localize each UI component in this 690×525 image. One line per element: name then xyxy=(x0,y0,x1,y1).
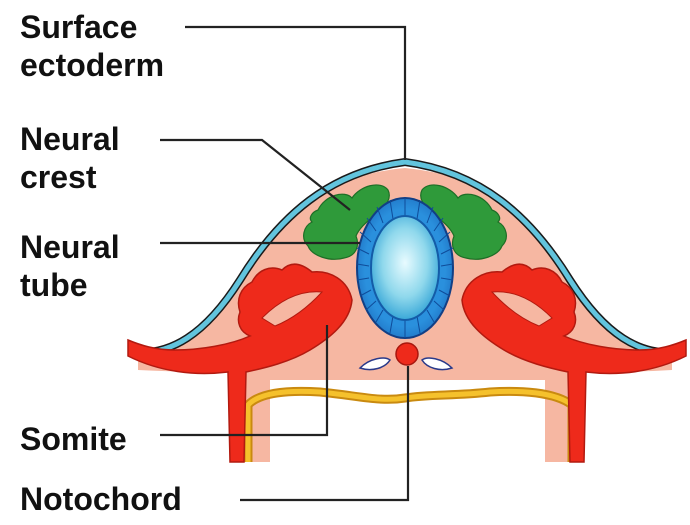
label-surface-ectoderm-line1: Surface xyxy=(20,8,164,46)
label-surface-ectoderm-line2: ectoderm xyxy=(20,46,164,84)
label-neural-crest-line2: crest xyxy=(20,158,120,196)
label-neural-crest-line1: Neural xyxy=(20,120,120,158)
label-neural-tube-line1: Neural xyxy=(20,228,120,266)
label-neural-tube: Neural tube xyxy=(20,228,120,304)
label-notochord-text: Notochord xyxy=(20,480,182,518)
label-notochord: Notochord xyxy=(20,480,182,518)
label-surface-ectoderm: Surface ectoderm xyxy=(20,8,164,84)
label-somite-text: Somite xyxy=(20,420,127,458)
notochord xyxy=(396,343,418,365)
endoderm xyxy=(248,391,572,462)
label-neural-tube-line2: tube xyxy=(20,266,120,304)
label-somite: Somite xyxy=(20,420,127,458)
label-neural-crest: Neural crest xyxy=(20,120,120,196)
neural-tube-lumen xyxy=(371,216,439,320)
